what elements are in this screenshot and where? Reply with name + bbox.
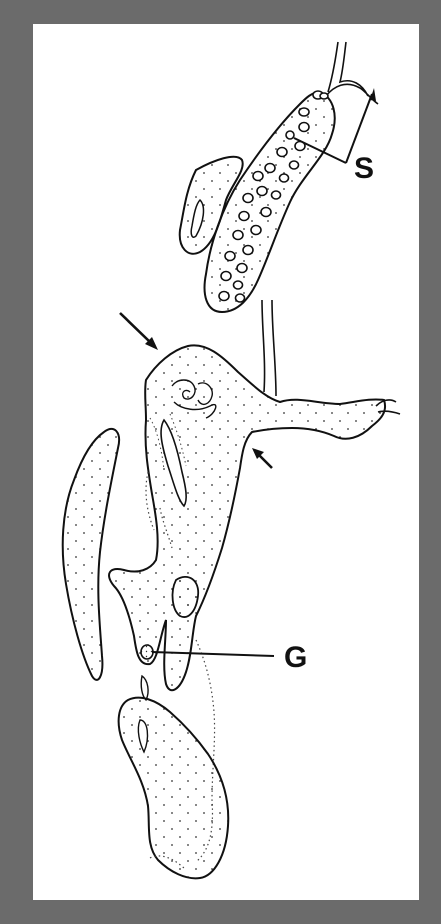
left-elongated-lobe [63,429,119,680]
gland-duct [262,300,276,396]
arrow-upper [120,313,158,350]
label-s: S [354,152,374,185]
arrow-lower [252,448,272,468]
lower-small-slit [141,676,148,700]
granule-g [141,645,153,659]
upper-duct [326,42,378,104]
lower-body [119,698,229,879]
label-g: G [284,641,307,674]
